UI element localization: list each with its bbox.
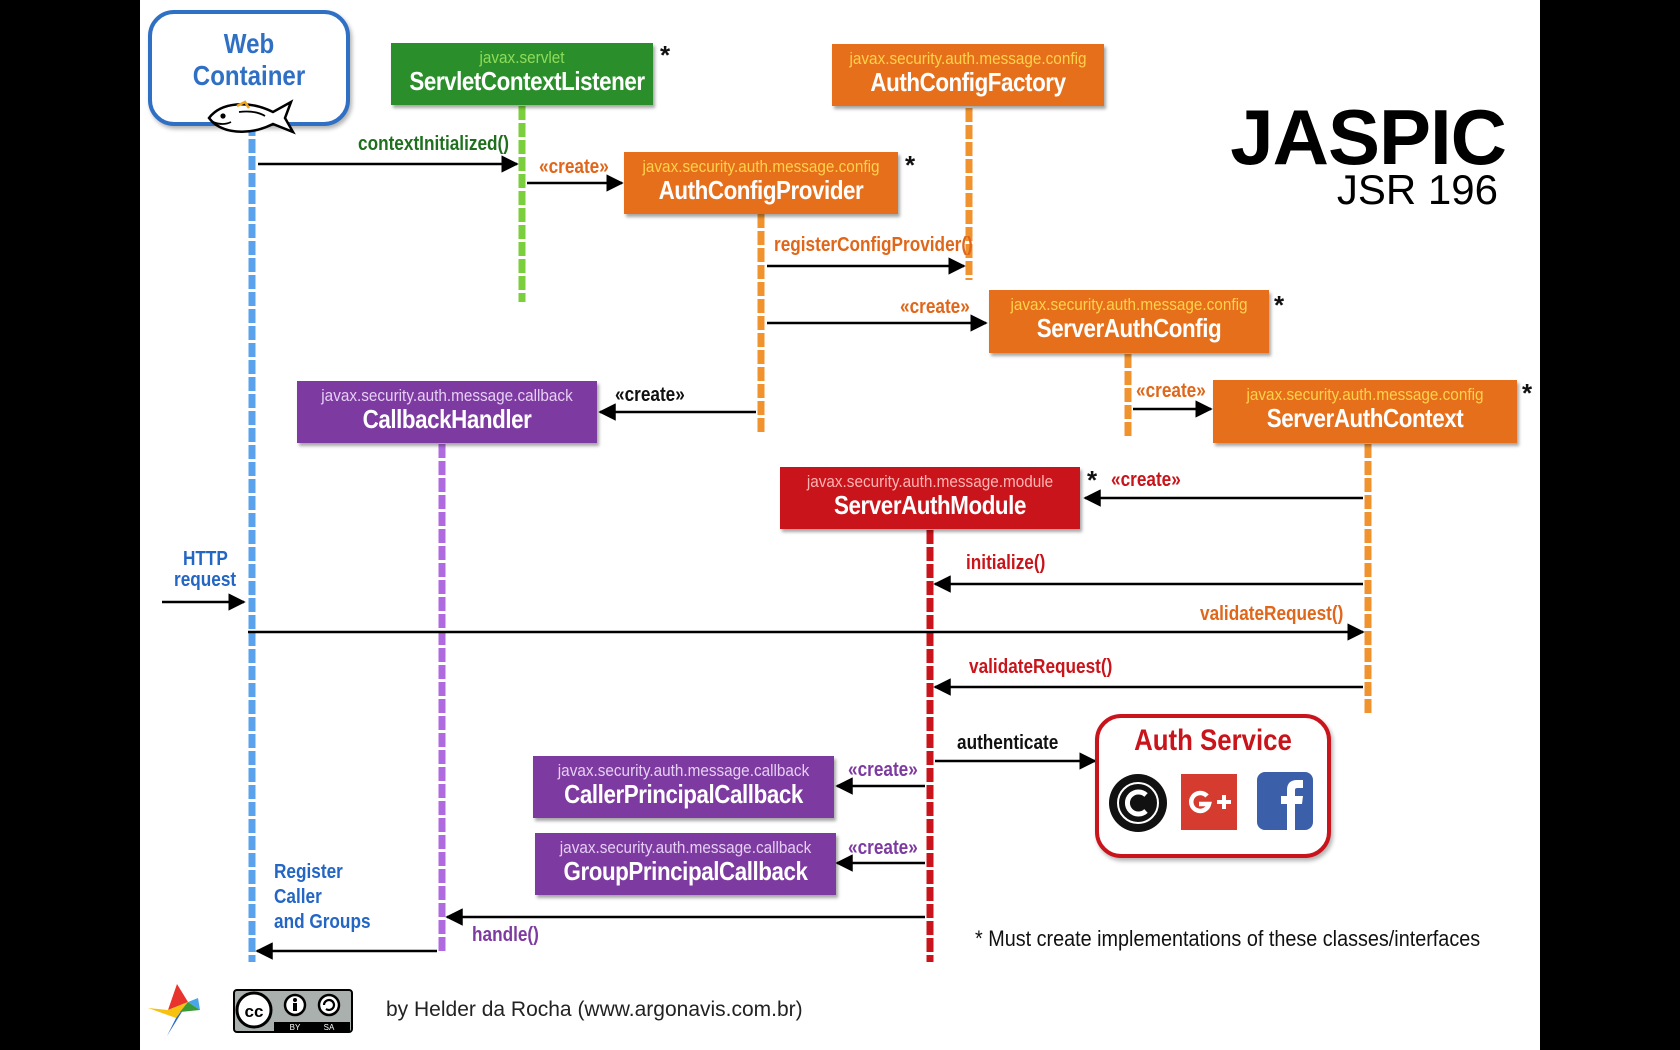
class-name: AuthConfigFactory xyxy=(870,67,1066,97)
class-name: AuthConfigProvider xyxy=(658,175,864,205)
class-name: GroupPrincipalCallback xyxy=(563,856,808,886)
label-http: HTTP xyxy=(183,548,228,570)
star-marker: * xyxy=(1087,465,1098,495)
label-and-groups: and Groups xyxy=(274,911,371,933)
label-validate-request: validateRequest() xyxy=(969,656,1113,678)
footnote: * Must create implementations of these c… xyxy=(975,926,1481,951)
callback-handler-box: javax.security.auth.message.callback Cal… xyxy=(297,381,597,443)
auth-service-box: Auth Service xyxy=(1095,714,1331,858)
web-container-label: Web Container xyxy=(192,28,306,91)
class-name: ServerAuthConfig xyxy=(1036,313,1222,343)
class-package: javax.security.auth.message.module xyxy=(806,472,1054,491)
label-create: «create» xyxy=(848,837,918,859)
star-marker: * xyxy=(905,150,916,180)
label-request: request xyxy=(174,569,237,591)
group-principal-callback-box: javax.security.auth.message.callback Gro… xyxy=(535,833,836,895)
label-create: «create» xyxy=(848,759,918,781)
label-create: «create» xyxy=(539,156,609,178)
label-caller: Caller xyxy=(274,886,322,908)
class-name: CallbackHandler xyxy=(362,404,532,434)
server-auth-context-box: javax.security.auth.message.config Serve… xyxy=(1213,380,1517,443)
label-create: «create» xyxy=(1111,469,1181,491)
label-initialize: initialize() xyxy=(966,552,1046,574)
server-auth-module-box: javax.security.auth.message.module Serve… xyxy=(780,467,1080,529)
class-package: javax.servlet xyxy=(479,48,565,67)
star-marker: * xyxy=(1522,378,1533,408)
class-name: ServletContextListener xyxy=(409,66,645,96)
glassfish-fish-icon xyxy=(207,99,296,135)
argonavis-logo xyxy=(148,984,200,1036)
class-package: javax.security.auth.message.config xyxy=(849,49,1087,68)
caller-principal-callback-box: javax.security.auth.message.callback Cal… xyxy=(533,756,834,818)
cc-text: cc xyxy=(245,1002,264,1021)
class-name: ServerAuthContext xyxy=(1266,403,1464,433)
servlet-context-listener-box: javax.servlet ServletContextListener xyxy=(391,43,653,105)
label-handle: handle() xyxy=(472,924,539,946)
class-package: javax.security.auth.message.config xyxy=(642,157,880,176)
class-name: CallerPrincipalCallback xyxy=(564,779,803,809)
slide: cc BY SA Web Container javax.servlet Ser… xyxy=(140,0,1540,1050)
class-package: javax.security.auth.message.config xyxy=(1246,385,1484,404)
class-package: javax.security.auth.message.config xyxy=(1010,295,1248,314)
label-authenticate: authenticate xyxy=(957,732,1059,754)
openid-icon xyxy=(1109,774,1167,832)
label-context-initialized: contextInitialized() xyxy=(358,133,509,155)
cc-by-text: BY xyxy=(290,1023,301,1032)
label-create: «create» xyxy=(900,296,970,318)
label-register-config-provider: registerConfigProvider() xyxy=(774,234,973,256)
page-subtitle: JSR 196 xyxy=(1336,166,1498,213)
auth-config-factory-box: javax.security.auth.message.config AuthC… xyxy=(832,44,1104,106)
class-package: javax.security.auth.message.callback xyxy=(557,761,810,780)
sequence-diagram: cc BY SA xyxy=(148,106,1372,1036)
author-credit: by Helder da Rocha (www.argonavis.com.br… xyxy=(386,998,803,1021)
page-title: JASPIC xyxy=(1230,93,1507,181)
star-marker: * xyxy=(660,40,671,70)
class-package: javax.security.auth.message.callback xyxy=(559,838,812,857)
web-container-box: Web Container xyxy=(148,10,350,135)
class-package: javax.security.auth.message.callback xyxy=(321,386,573,405)
server-auth-config-box: javax.security.auth.message.config Serve… xyxy=(989,290,1269,353)
class-name: ServerAuthModule xyxy=(834,490,1026,520)
facebook-icon xyxy=(1257,772,1313,830)
label-create: «create» xyxy=(615,384,685,406)
label-create: «create» xyxy=(1136,380,1206,402)
auth-service-label: Auth Service xyxy=(1134,724,1292,757)
label-register: Register xyxy=(274,861,343,883)
cc-license-badge: cc BY SA xyxy=(233,989,353,1033)
google-plus-icon xyxy=(1181,774,1237,830)
label-validate-request: validateRequest() xyxy=(1200,603,1344,625)
star-marker: * xyxy=(1274,290,1285,320)
cc-sa-text: SA xyxy=(324,1023,335,1032)
auth-config-provider-box: javax.security.auth.message.config AuthC… xyxy=(624,152,898,214)
